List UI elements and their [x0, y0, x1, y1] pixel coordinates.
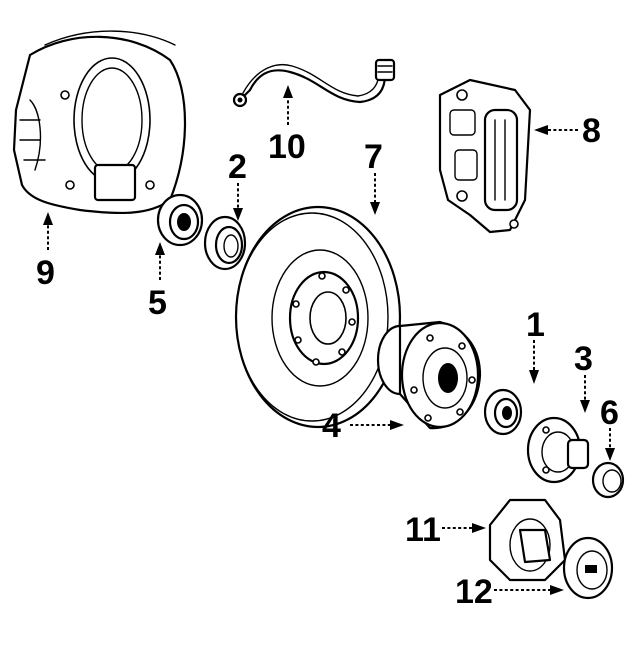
part-11-hub-body: [488, 498, 567, 582]
part-2-inner-seal: [203, 215, 247, 271]
leader-lines: [43, 85, 615, 595]
part-10-brake-hose: [232, 58, 396, 108]
callout-7: 7: [364, 138, 383, 176]
part-1-outer-bearing: [483, 388, 523, 436]
part-9-dust-shield: [12, 30, 187, 215]
callout-labels: 9 5 2 10 7 8 1 3 6 4 11 12: [36, 112, 619, 611]
callout-4: 4: [322, 407, 341, 445]
callout-6: 6: [600, 394, 619, 432]
callout-11: 11: [405, 511, 441, 549]
callout-8: 8: [582, 112, 601, 150]
callout-5: 5: [148, 284, 167, 322]
part-6-dust-cap: [591, 461, 625, 499]
part-12-hub-cover: [562, 536, 614, 600]
callout-1: 1: [526, 306, 545, 344]
callout-12: 12: [455, 573, 493, 611]
part-3-locking-hub: [526, 416, 590, 484]
part-8-brake-caliper: [438, 78, 532, 234]
callout-10: 10: [268, 128, 306, 166]
callout-9: 9: [36, 254, 55, 292]
callout-2: 2: [228, 148, 247, 186]
part-5-inner-bearing: [156, 193, 204, 247]
part-4-wheel-hub: [376, 320, 482, 430]
callout-3: 3: [574, 340, 593, 378]
part-7-brake-rotor: [234, 205, 402, 429]
